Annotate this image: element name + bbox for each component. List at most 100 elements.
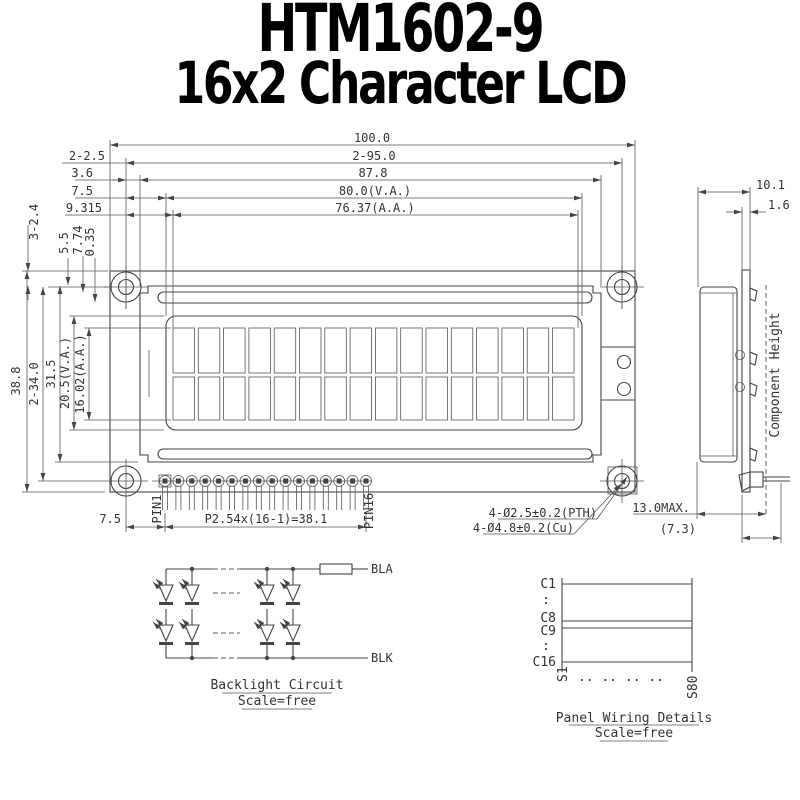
character-cell <box>273 327 297 374</box>
page-subtitle: 16x2 Character LCD <box>174 49 628 117</box>
dim-va-height: 20.5(V.A.) <box>58 337 72 409</box>
tab-hole-2 <box>616 381 632 397</box>
pin-pad <box>212 475 225 487</box>
tab-hole-1 <box>616 354 632 370</box>
bezel-clips <box>749 287 758 462</box>
pin-center <box>175 478 181 484</box>
bezel-clip <box>749 287 758 302</box>
dim-tab: 3-2.4 <box>27 204 41 240</box>
label-c1: C1 <box>540 577 556 592</box>
pin-pad <box>199 475 212 487</box>
character-cell-grid <box>172 327 575 421</box>
page-title: HTM1602-9 <box>257 0 544 67</box>
dim-7-5-top: 7.5 <box>71 184 93 198</box>
bezel-slot-top <box>157 291 593 304</box>
label-pin1: PIN1 <box>150 495 164 524</box>
panel-wiring-scale-note: Scale=free <box>595 726 673 741</box>
character-cell <box>400 327 423 374</box>
led-cathode-bar <box>159 642 173 645</box>
label-s80: S80 <box>686 676 701 699</box>
mechanical-drawing: 100.0 2-95.0 87.8 80.0(V.A.) 76.37(A.A.)… <box>9 131 790 742</box>
pin-center <box>269 478 275 484</box>
pin-center <box>242 478 248 484</box>
dim-0-35: 0.35 <box>83 228 97 257</box>
dim-height-max: 13.0MAX. <box>632 501 690 515</box>
pin-center <box>309 478 315 484</box>
bezel-slot-bottom <box>157 448 593 460</box>
junction-dot <box>189 655 195 661</box>
character-cell <box>248 376 271 421</box>
junction-dot <box>264 566 270 572</box>
character-cell <box>349 327 373 374</box>
character-cell <box>197 327 221 374</box>
led-cathode-bar <box>185 602 199 605</box>
dim-depth: 10.1 <box>756 178 785 192</box>
s-dashes: .. .. .. .. <box>578 670 664 685</box>
led-cathode-bar <box>286 602 300 605</box>
character-cell <box>450 327 474 374</box>
character-cell <box>324 376 347 421</box>
pin-center <box>283 478 289 484</box>
pin-center <box>323 478 329 484</box>
dim-aa-height: 16.02(A.A.) <box>73 334 87 413</box>
pin-pad <box>159 475 171 487</box>
character-cell <box>501 376 524 421</box>
character-cell <box>552 376 575 421</box>
pin-center <box>363 478 369 484</box>
dim-hole-note: 2-2.5 <box>69 149 105 163</box>
led-emission-arrow <box>155 618 164 627</box>
led-triangle <box>285 624 301 643</box>
character-cell <box>172 376 195 421</box>
led-emission-arrow <box>282 618 291 627</box>
character-cell <box>526 376 550 421</box>
dim-hole-spacing-h: 2-95.0 <box>352 149 395 163</box>
dim-overall-width: 100.0 <box>354 131 390 145</box>
label-component-height: Component Height <box>768 312 783 437</box>
dim-pin-pitch: P2.54x(16-1)=38.1 <box>205 512 328 526</box>
character-cell <box>425 376 448 421</box>
dim-bezel-width: 87.8 <box>359 166 388 180</box>
dim-7-74: 7.74 <box>71 226 85 255</box>
panel-wiring: C1 : C8 C9 : C16 S1 .. .. .. .. S80 Pane… <box>533 577 713 742</box>
led-triangle <box>285 584 301 603</box>
character-cell <box>501 327 524 374</box>
pin-pad <box>306 475 319 487</box>
pin-center <box>162 478 168 484</box>
bezel-clip <box>749 447 758 462</box>
title-block: HTM1602-9 16x2 Character LCD <box>0 0 800 117</box>
callout-hole-pth: 4-Ø2.5±0.2(PTH) <box>489 506 597 520</box>
pin-row <box>159 475 372 510</box>
led-triangle <box>184 584 200 603</box>
led-cathode-bar <box>185 642 199 645</box>
module-body-side <box>699 286 738 463</box>
character-cell <box>172 327 195 374</box>
led-triangle <box>259 624 275 643</box>
pin-pad <box>252 475 265 487</box>
led-emission-arrow <box>282 578 291 587</box>
pin-clip-side <box>738 471 751 492</box>
bezel-clip <box>749 351 758 366</box>
pin-center <box>296 478 302 484</box>
pin-pad <box>239 475 252 487</box>
resistor <box>319 563 353 575</box>
pin-center <box>202 478 208 484</box>
led-triangle <box>158 624 174 643</box>
character-cell <box>552 327 575 374</box>
dim-pcb-thickness: 1.6 <box>768 198 790 212</box>
panel-wiring-caption: Panel Wiring Details <box>556 711 713 726</box>
dots-top: : <box>542 593 550 608</box>
label-c16: C16 <box>533 655 556 670</box>
bezel-outline <box>139 285 602 463</box>
pin-center <box>336 478 342 484</box>
led-emission-arrow <box>181 578 190 587</box>
dim-pin-length: (7.3) <box>660 522 696 536</box>
dim-aa-width: 76.37(A.A.) <box>335 201 414 215</box>
character-cell <box>476 327 499 374</box>
pin-header-side <box>749 471 764 488</box>
dim-3-6: 3.6 <box>71 166 93 180</box>
led-triangle <box>158 584 174 603</box>
led-cathode-bar <box>260 642 274 645</box>
character-cell <box>223 376 246 421</box>
character-cell <box>476 376 499 421</box>
front-view-dimensions: 100.0 2-95.0 87.8 80.0(V.A.) 76.37(A.A.)… <box>9 131 636 535</box>
